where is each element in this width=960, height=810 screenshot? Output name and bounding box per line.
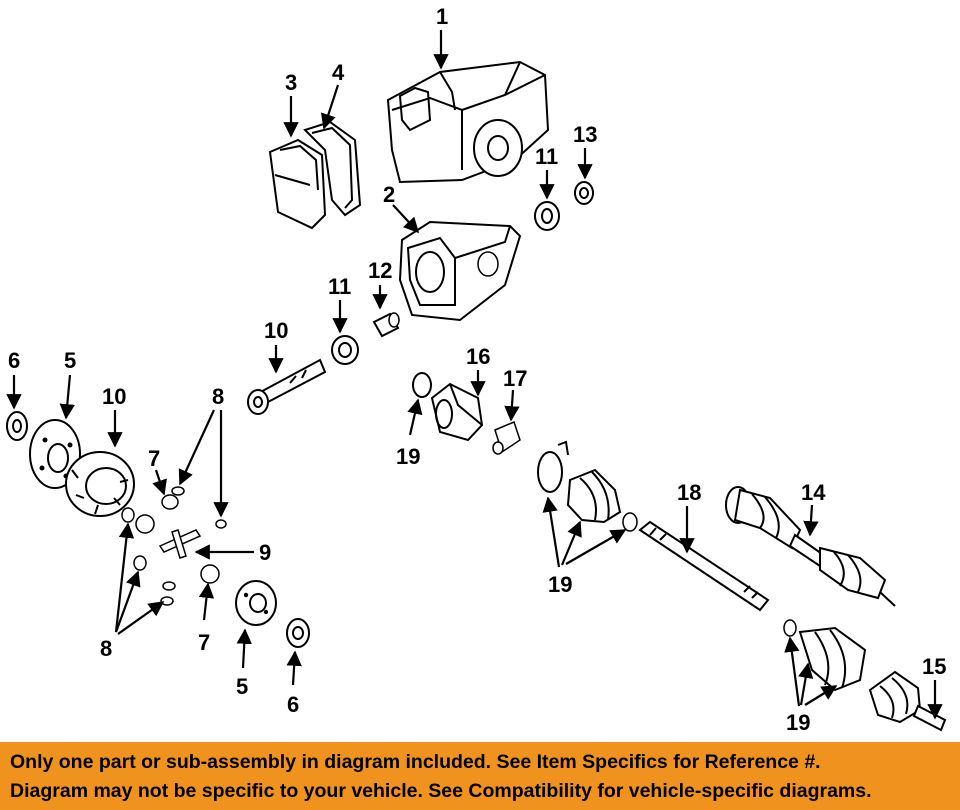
part-5-case-left[interactable] [29, 419, 81, 489]
part-14-half-shaft[interactable] [725, 486, 896, 607]
part-19-clamp-center[interactable] [537, 440, 569, 493]
callout-19: 19 [548, 572, 572, 597]
part-13-seal[interactable] [574, 181, 594, 205]
part-19-boot-center[interactable] [566, 468, 638, 532]
part-6-bearing-right[interactable] [286, 618, 310, 648]
parts-diagram: 1 2 3 4 11 13 11 12 10 6 5 10 8 7 9 8 7 … [6, 4, 947, 735]
callout-15: 15 [922, 654, 946, 679]
part-7-gear-top[interactable] [161, 494, 179, 510]
part-8-washer-top[interactable] [171, 486, 185, 496]
part-8-washer-left[interactable] [121, 507, 135, 523]
part-18-axle-shaft[interactable] [638, 520, 770, 612]
part-9-cross-shaft[interactable] [158, 529, 202, 559]
callout-2: 2 [383, 182, 395, 207]
part-15-outer-joint[interactable] [783, 619, 947, 732]
part-11-bearing-upper[interactable] [534, 201, 560, 231]
callout-7: 7 [198, 630, 210, 655]
part-12-spacer[interactable] [372, 312, 400, 338]
callout-8: 8 [212, 384, 224, 409]
part-10-pinion[interactable] [247, 358, 327, 415]
part-8-washer-lower[interactable] [162, 581, 176, 591]
callout-5: 5 [236, 674, 248, 699]
disclaimer-banner: Only one part or sub-assembly in diagram… [0, 742, 960, 810]
callout-11: 11 [328, 274, 351, 299]
part-7-gear-left[interactable] [135, 514, 155, 534]
callout-19: 19 [396, 444, 420, 469]
callout-7: 7 [148, 446, 160, 471]
part-11-bearing-middle[interactable] [331, 335, 359, 365]
leader-lines [6, 30, 943, 720]
part-8-washer-lower-left[interactable] [133, 555, 147, 571]
callout-5: 5 [64, 348, 76, 373]
callout-18: 18 [677, 480, 701, 505]
part-5-case-right[interactable] [235, 580, 277, 626]
callout-6: 6 [287, 692, 299, 717]
part-8-washer-bottom[interactable] [160, 596, 174, 606]
callout-labels: 1 2 3 4 11 13 11 12 10 6 5 10 8 7 9 8 7 … [8, 4, 946, 735]
part-2-housing[interactable] [398, 220, 522, 322]
part-1-carrier-housing[interactable] [386, 60, 550, 184]
callout-10: 10 [264, 318, 288, 343]
callout-14: 14 [801, 480, 826, 505]
callout-13: 13 [573, 122, 597, 147]
callout-6: 6 [8, 348, 20, 373]
callout-3: 3 [285, 70, 297, 95]
callout-4: 4 [332, 60, 345, 85]
callout-16: 16 [466, 344, 490, 369]
disclaimer-line-2: Diagram may not be specific to your vehi… [10, 780, 872, 802]
callout-10: 10 [102, 384, 126, 409]
callout-12: 12 [368, 258, 392, 283]
part-16-joint-housing[interactable] [430, 382, 484, 442]
disclaimer-line-1: Only one part or sub-assembly in diagram… [10, 751, 821, 773]
callout-17: 17 [503, 366, 527, 391]
part-3-cover[interactable] [268, 138, 327, 230]
callout-9: 9 [259, 540, 271, 565]
part-6-bearing-left[interactable] [6, 411, 28, 441]
part-10-ring-gear[interactable] [65, 451, 135, 517]
part-19-snap-ring-middle[interactable] [412, 372, 432, 398]
part-17-tripod[interactable] [492, 420, 521, 455]
callout-19: 19 [786, 710, 810, 735]
part-8-washer-right[interactable] [215, 519, 227, 529]
callout-8: 8 [100, 636, 112, 661]
callout-1: 1 [436, 4, 448, 29]
part-7-gear-right[interactable] [200, 564, 220, 584]
callout-11: 11 [535, 144, 558, 169]
